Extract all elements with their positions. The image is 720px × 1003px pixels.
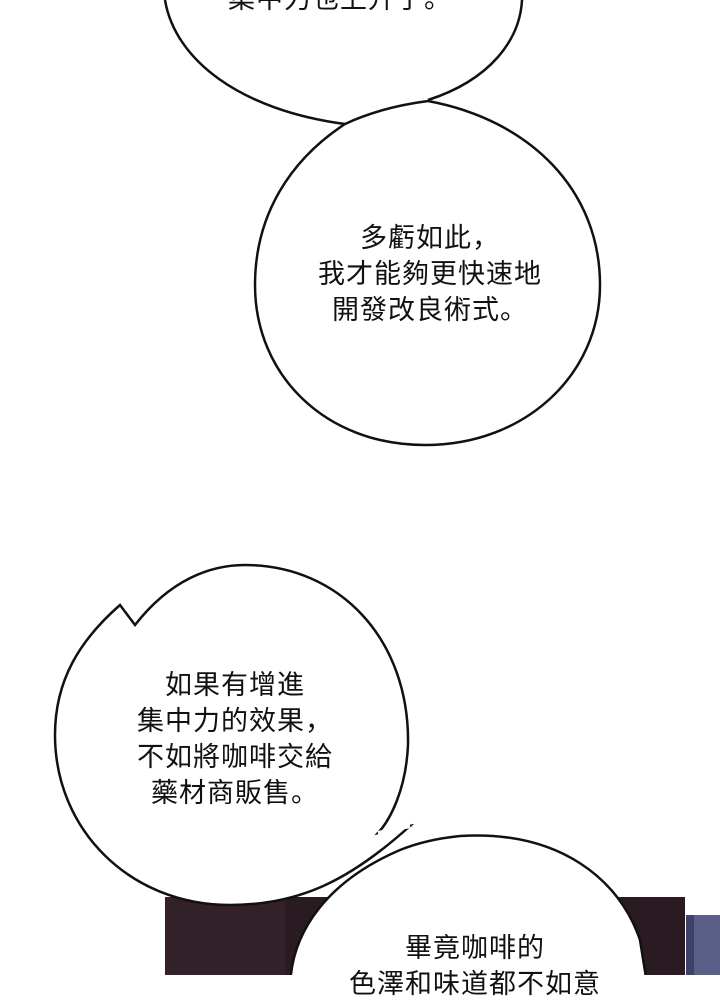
bubble-3-line-4: 藥材商販售。 — [151, 778, 319, 809]
bubble-3-line-2: 集中力的效果， — [137, 706, 333, 737]
speech-bubble-4 — [289, 834, 647, 975]
speech-bubble-3 — [53, 563, 415, 907]
bubble-3-line-1: 如果有增進 — [165, 670, 305, 701]
bubble-3-tail — [377, 824, 411, 835]
speech-bubble-1-text: 集中力也上升了。 — [195, 0, 485, 18]
comic-panel: 集中力也上升了。 多虧如此， 我才能夠更快速地 開發改良術式。 如果有增進 集中… — [53, 0, 720, 1000]
speech-bubble-3-text: 如果有增進 集中力的效果， 不如將咖啡交給 藥材商販售。 — [90, 668, 380, 812]
bubble-2-line-1: 多虧如此， — [360, 223, 500, 254]
speech-bubble-2 — [253, 99, 602, 447]
bubble-2-line-2: 我才能夠更快速地 — [318, 259, 542, 290]
panel-artwork — [53, 0, 720, 975]
speech-bubble-1-outline — [163, 0, 524, 126]
speech-bubble-2-text: 多虧如此， 我才能夠更快速地 開發改良術式。 — [270, 221, 590, 329]
speech-bubble-1 — [165, 0, 522, 150]
blue-figure-edge-shadow — [686, 915, 694, 975]
bubble-2-line-3: 開發改良術式。 — [332, 295, 528, 326]
speech-bubble-4-text: 畢竟咖啡的 色澤和味道都不如意 — [330, 931, 620, 1003]
dark-background-panel-shade — [165, 897, 285, 975]
bubble-1-line-1: 集中力也上升了。 — [195, 0, 485, 18]
bubble-4-line-2: 色澤和味道都不如意 — [349, 969, 601, 1000]
bubble-4-line-1: 畢竟咖啡的 — [405, 933, 545, 964]
bubble-3-line-3: 不如將咖啡交給 — [137, 742, 333, 773]
